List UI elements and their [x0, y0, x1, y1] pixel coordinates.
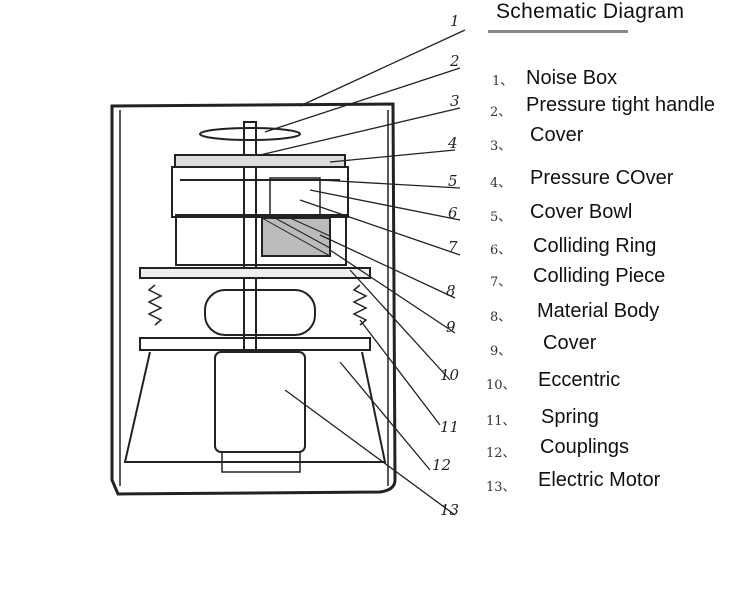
- legend-label: Couplings: [540, 436, 629, 458]
- callout-9: 9: [446, 318, 456, 336]
- callout-10: 10: [440, 366, 460, 384]
- callout-11: 11: [440, 418, 459, 436]
- callout-2: 2: [449, 52, 460, 70]
- legend-num: 7、: [490, 275, 512, 290]
- legend-label: Cover: [543, 332, 597, 354]
- legend-num: 10、: [486, 378, 516, 393]
- legend-label: Material Body: [537, 300, 660, 322]
- plate: [139, 267, 371, 279]
- diagram-title: Schematic Diagram: [496, 0, 685, 23]
- legend-num: 11、: [486, 414, 516, 429]
- callout-3: 3: [450, 92, 460, 110]
- legend-label: Colliding Piece: [533, 265, 666, 287]
- noise-box-outline: [110, 102, 397, 496]
- handle: [199, 127, 301, 141]
- legend-label: Pressure tight handle: [526, 94, 716, 116]
- legend-num: 9、: [490, 344, 512, 359]
- legend-label: Eccentric: [538, 369, 621, 391]
- legend-num: 13、: [486, 480, 516, 495]
- legend-label: Spring: [541, 406, 599, 428]
- legend-num: 8、: [490, 310, 512, 325]
- material-body: [204, 289, 316, 336]
- spring-left: [147, 284, 163, 326]
- legend-label: Cover Bowl: [530, 201, 633, 223]
- legend-label: Electric Motor: [538, 469, 661, 491]
- legend-num: 1、: [492, 74, 514, 89]
- callout-1: 1: [450, 12, 460, 30]
- legend-num: 6、: [490, 243, 512, 258]
- callout-13: 13: [440, 501, 459, 519]
- legend-label: Colliding Ring: [533, 235, 657, 257]
- legend-num: 3、: [490, 139, 512, 154]
- legend-label: Cover: [530, 124, 584, 146]
- cover: [174, 154, 346, 168]
- cover-bowl: [269, 177, 321, 217]
- base: [123, 351, 387, 463]
- legend-num: 12、: [486, 446, 516, 461]
- callout-5: 5: [448, 172, 458, 190]
- legend-num: 4、: [490, 176, 512, 191]
- legend-num: 2、: [490, 105, 512, 120]
- callout-7: 7: [448, 238, 458, 256]
- legend-num: 5、: [490, 210, 512, 225]
- callout-12: 12: [432, 456, 451, 474]
- spring-right: [352, 284, 368, 326]
- callout-8: 8: [446, 282, 456, 300]
- callout-4: 4: [447, 134, 458, 152]
- electric-motor: [214, 351, 306, 453]
- legend-label: Pressure COver: [530, 167, 674, 189]
- legend-label: Noise Box: [526, 67, 618, 89]
- callout-6: 6: [448, 204, 458, 222]
- title-underline: [488, 30, 628, 33]
